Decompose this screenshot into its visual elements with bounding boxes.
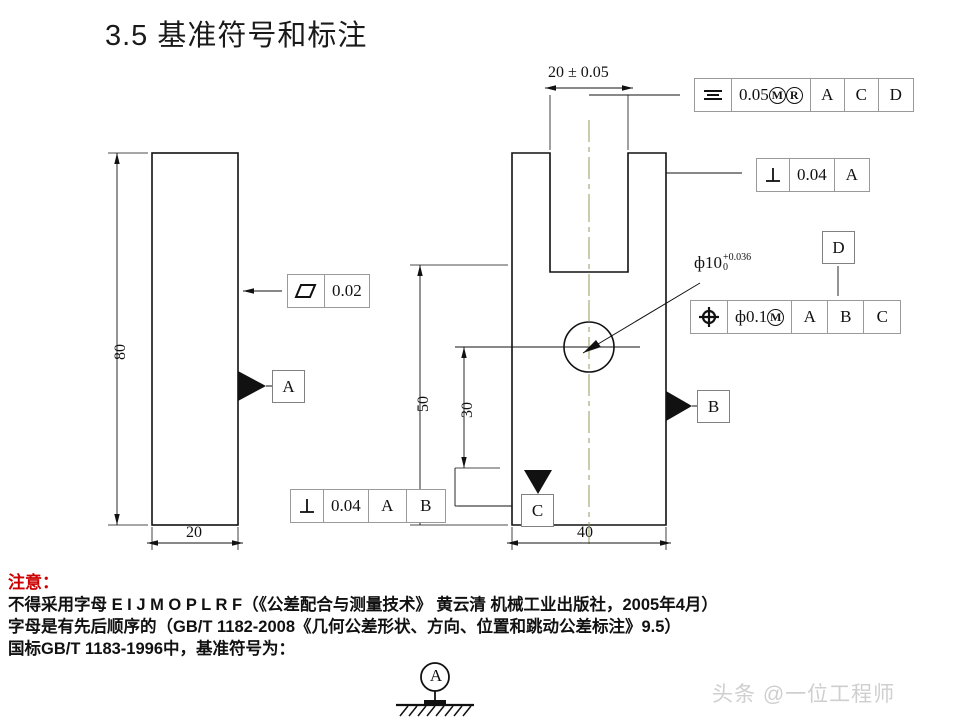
- hole-callout-base: ф10: [694, 253, 723, 272]
- dimension-left-height: [108, 152, 148, 526]
- fcf-symmetry-datum-3: D: [889, 85, 902, 104]
- notes-heading: 注意：: [8, 573, 59, 592]
- datum-box-b[interactable]: B: [697, 390, 730, 423]
- tolerance-value: ф0.1: [735, 307, 768, 326]
- notes-line-1: 不得采用字母 E I J M O P L R F（《公差配合与测量技术》 黄云清…: [8, 596, 718, 614]
- notes-line-3: 国标GB/T 1183-1996中，基准符号为：: [8, 640, 295, 658]
- dimension-label-left-height: 80: [112, 344, 129, 360]
- fcf-perpendicularity-bottom-datum-2: B: [420, 496, 432, 515]
- fcf-position-datum-3: C: [876, 307, 888, 326]
- fcf-parallelogram-tolerance: 0.02: [332, 281, 362, 300]
- hole-callout-upper: +0.036: [723, 252, 752, 263]
- perpendicularity-icon: [757, 159, 790, 191]
- fcf-position-datum-2: B: [828, 301, 865, 333]
- fcf-parallelogram[interactable]: 0.02: [287, 274, 370, 308]
- datum-triangle-a: [238, 371, 272, 401]
- fcf-perpendicularity-bottom-tolerance: 0.04: [324, 490, 369, 522]
- datum-box-c[interactable]: C: [521, 494, 554, 527]
- symmetry-icon: [695, 79, 732, 111]
- notes-line-2: 字母是有先后顺序的（GB/T 1182-2008《几何公差形状、方向、位置和跳动…: [8, 618, 681, 636]
- dimension-label-hole-height: 30: [459, 402, 476, 418]
- leader-perpendicularity-bottom: [454, 468, 512, 507]
- datum-box-a[interactable]: A: [272, 370, 305, 403]
- modifier-mmc-icon: M: [767, 308, 785, 326]
- dimension-block-width: [507, 527, 671, 550]
- datum-box-d[interactable]: D: [822, 231, 855, 264]
- dimension-label-block-width: 40: [577, 524, 593, 541]
- page-title: 3.5 基准符号和标注: [105, 20, 368, 52]
- hole-callout-lower: 0: [723, 262, 729, 273]
- dimension-hole-height: [455, 346, 500, 469]
- fcf-perpendicularity-top-tolerance: 0.04: [790, 159, 835, 191]
- dimension-block-height: [410, 264, 508, 526]
- position-icon: [691, 301, 728, 333]
- notes-block: 注意： 不得采用字母 E I J M O P L R F（《公差配合与测量技术》…: [8, 572, 948, 660]
- modifier-rfs-icon: R: [785, 86, 803, 104]
- fcf-symmetry-datum-2: C: [845, 79, 879, 111]
- fcf-perpendicularity-top[interactable]: 0.04 A: [756, 158, 870, 192]
- tolerance-value: 0.05: [739, 85, 769, 104]
- fcf-position-datum-1: A: [792, 301, 829, 333]
- dimension-label-block-height: 50: [415, 396, 432, 412]
- fcf-perpendicularity-bottom[interactable]: 0.04 A B: [290, 489, 446, 523]
- fcf-symmetry-datum-1: A: [811, 79, 845, 111]
- watermark: 头条 @一位工程师: [712, 683, 896, 706]
- dimension-label-left-width: 20: [186, 524, 202, 541]
- datum-triangle-b: [666, 391, 698, 421]
- perpendicularity-icon: [291, 490, 324, 522]
- fcf-perpendicularity-bottom-datum-1: A: [369, 490, 407, 522]
- parallelogram-icon: [288, 275, 325, 307]
- fcf-perpendicularity-top-datum-1: A: [845, 165, 858, 184]
- dimension-label-slot-width: 20 ± 0.05: [548, 64, 609, 81]
- note-datum-letter: A: [429, 666, 443, 685]
- note-datum-symbol: [396, 662, 474, 717]
- left-part-outline: [151, 152, 239, 526]
- modifier-mmc-icon: M: [768, 86, 786, 104]
- dimension-left-width: [147, 527, 243, 550]
- dimension-slot-width: [545, 85, 633, 150]
